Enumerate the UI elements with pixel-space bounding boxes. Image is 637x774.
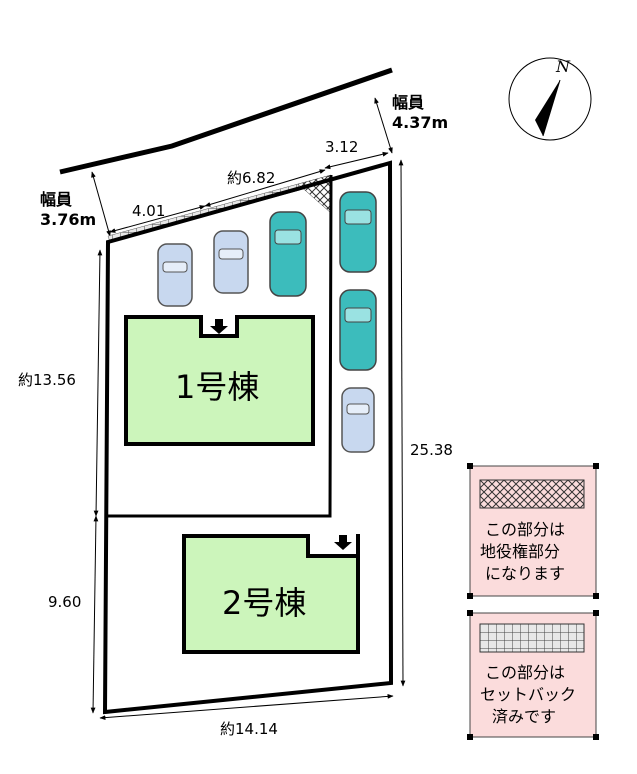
legend-setback: この部分は セットバック 済みです [467, 610, 599, 740]
building-2: 2号棟 [182, 534, 360, 654]
dim-top-left: 4.01 [132, 202, 165, 220]
legend-1-line-2: 地役権部分 [480, 542, 560, 561]
dim-line-left-lower [90, 515, 99, 714]
legend-2-line-3: 済みです [492, 707, 556, 726]
building-1-label: 1号棟 [175, 368, 259, 406]
dim-left-upper: 約13.56 [18, 371, 76, 389]
car-silver-1 [157, 243, 193, 307]
car-teal-2 [339, 191, 377, 273]
dim-line-left-upper [93, 249, 103, 517]
dim-right: 25.38 [410, 441, 453, 459]
dim-line-top-left [109, 205, 206, 233]
entrance-arrow-icon [334, 535, 352, 550]
road-width-west-value: 3.76m [40, 210, 96, 229]
dim-top-middle: 約6.82 [227, 169, 275, 187]
road-width-north-label: 幅員 [392, 93, 424, 112]
dim-line-bottom [99, 694, 394, 720]
dim-line-right [398, 159, 406, 687]
car-silver-3 [341, 387, 375, 453]
road-width-west-label: 幅員 [40, 190, 72, 209]
road-width-dim-west [91, 171, 111, 237]
building-1: 1号棟 [124, 315, 315, 446]
compass-icon: N [508, 57, 592, 141]
dim-left-lower: 9.60 [48, 593, 81, 611]
road-width-dim-north [374, 97, 393, 154]
road-width-north-value: 4.37m [392, 113, 448, 132]
legend-grid-swatch [479, 623, 585, 653]
dim-line-top-middle [204, 169, 326, 207]
compass-north-label: N [555, 57, 571, 76]
legend-crosshatch-swatch [479, 479, 585, 509]
legend-1-line-1: この部分は [485, 520, 565, 539]
lot-division-line [106, 174, 333, 518]
legend-2-line-1: この部分は [485, 663, 565, 682]
legend-1-line-3: になります [485, 564, 565, 583]
building-2-label: 2号棟 [222, 584, 306, 622]
dim-line-top-right [324, 151, 389, 170]
dim-bottom: 約14.14 [220, 720, 278, 738]
car-teal-1 [269, 211, 307, 297]
car-teal-3 [339, 289, 377, 371]
legend-2-line-2: セットバック [480, 685, 576, 704]
road-edge-line [59, 67, 393, 175]
dim-top-right: 3.12 [325, 138, 358, 156]
legend-easement: この部分は 地役権部分 になります [467, 463, 599, 599]
entrance-arrow-icon [210, 319, 228, 334]
car-silver-2 [213, 230, 249, 294]
